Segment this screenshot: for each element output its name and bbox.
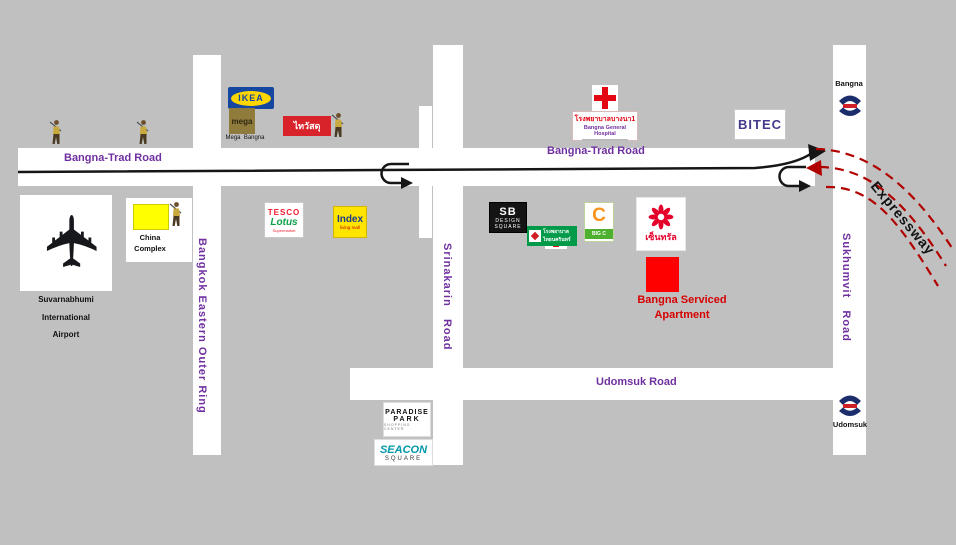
sb-design-square-sign: SB DESIGN SQUARE (489, 202, 527, 233)
china-complex-label: China Complex (124, 232, 176, 254)
airport-line2: International (41, 312, 90, 322)
thai-watsadu-sign: ไทวัสดุ (283, 116, 331, 136)
sb-square-label: SQUARE (494, 223, 522, 230)
airport-label: Suvarnabhumi International Airport (14, 291, 118, 344)
shopping-center-label: SHOPPING CENTER (384, 422, 411, 431)
label-sukhumvit-road: Sukhumvit Road (840, 233, 852, 342)
supermarket-label: Supermarket (272, 227, 296, 233)
seacon-label: SEACON (379, 443, 428, 456)
china-complex-marker (133, 204, 169, 230)
lotus-label: Lotus (270, 216, 298, 228)
airport-line3: Airport (52, 330, 80, 339)
seacon-square-sign: SEACON SQUARE (374, 439, 433, 466)
label-bangna-trad-road-right: Bangna-Trad Road (547, 145, 645, 157)
label-udomsuk-road: Udomsuk Road (596, 376, 677, 388)
bts-logo-icon (838, 392, 862, 424)
airplane-icon: ✈ (28, 192, 118, 290)
mega-bangna-caption: Mega Bangna (225, 135, 265, 141)
bangna-hospital-english-name: Bangna General Hospital (583, 125, 627, 137)
airport-line1: Suvarnabhumi (38, 295, 94, 304)
index-living-mall-sign: Index living mall (333, 206, 367, 238)
living-mall-label: living mall (340, 225, 360, 230)
big-c-small-label: BIG C (585, 229, 613, 239)
golfer-icon (168, 201, 184, 233)
thai-nakarin-label: โรงพยาบาลไทยนครินทร์ (543, 229, 571, 243)
sb-label: SB (499, 205, 517, 218)
ikea-logo: IKEA (228, 87, 274, 109)
sb-design-label: DESIGN (495, 217, 521, 224)
hospital-emblem-icon (529, 230, 541, 242)
bitec-label: BITEC (738, 117, 782, 132)
label-outer-ring-road: Bangkok Eastern Outer Ring (196, 238, 208, 414)
hospital-sign-smallprint (582, 139, 628, 141)
paradise-label: PARADISE (385, 408, 429, 416)
bangna-hospital-sign: โรงพยาบาลบางนา1 Bangna General Hospital (572, 111, 638, 141)
bts-logo-icon (838, 92, 862, 124)
central-sign: เซ็นทรัล (636, 197, 686, 251)
airplane-glyph: ✈ (30, 210, 115, 272)
china-complex-line1: China (139, 233, 161, 242)
bangna-hospital-thai-name: โรงพยาบาลบางนา1 (574, 116, 636, 123)
ikea-label: IKEA (231, 90, 271, 106)
index-label: Index (336, 214, 364, 225)
road-outer-ring (193, 55, 221, 455)
central-flower-icon (648, 204, 674, 230)
golfer-icon (330, 112, 346, 144)
square-label: SQUARE (384, 455, 423, 462)
big-c-sign: C BIG C (584, 202, 614, 242)
road-udomsuk (350, 368, 866, 400)
thai-nakarin-hospital-sign: โรงพยาบาลไทยนครินทร์ (527, 226, 577, 246)
mega-bangna-logo: mega (229, 108, 255, 134)
airport-area (20, 195, 112, 291)
road-srinakarin-side-lane (419, 106, 432, 238)
bitec-sign: BITEC (734, 109, 786, 140)
red-cross-icon (592, 85, 618, 111)
label-bangna-trad-road-left: Bangna-Trad Road (64, 152, 162, 164)
label-srinakarin-road: Srinakarin Road (441, 243, 453, 351)
china-complex-line2: Complex (134, 244, 166, 253)
apartment-label: Bangna Serviced Apartment (617, 293, 747, 323)
big-c-letter: C (592, 205, 606, 226)
bts-bangna-label: Bangna (835, 79, 863, 88)
apartment-marker (646, 257, 679, 292)
emblem-diamond-icon (530, 231, 540, 241)
apartment-line1: Bangna Serviced (637, 294, 727, 306)
mega-logo-text: mega (231, 116, 253, 126)
tesco-label: TESCO (267, 207, 301, 217)
park-label: PARK (393, 415, 421, 423)
golfer-icon (135, 119, 151, 151)
central-thai-label: เซ็นทรัล (645, 232, 677, 242)
apartment-line2: Apartment (654, 309, 710, 321)
bts-udomsuk-label: Udomsuk (832, 420, 868, 429)
label-expressway: Expressway (867, 178, 939, 258)
tesco-lotus-sign: TESCO Lotus Supermarket (264, 202, 304, 238)
golfer-icon (48, 119, 64, 151)
paradise-park-sign: PARADISE PARK SHOPPING CENTER (383, 402, 431, 437)
